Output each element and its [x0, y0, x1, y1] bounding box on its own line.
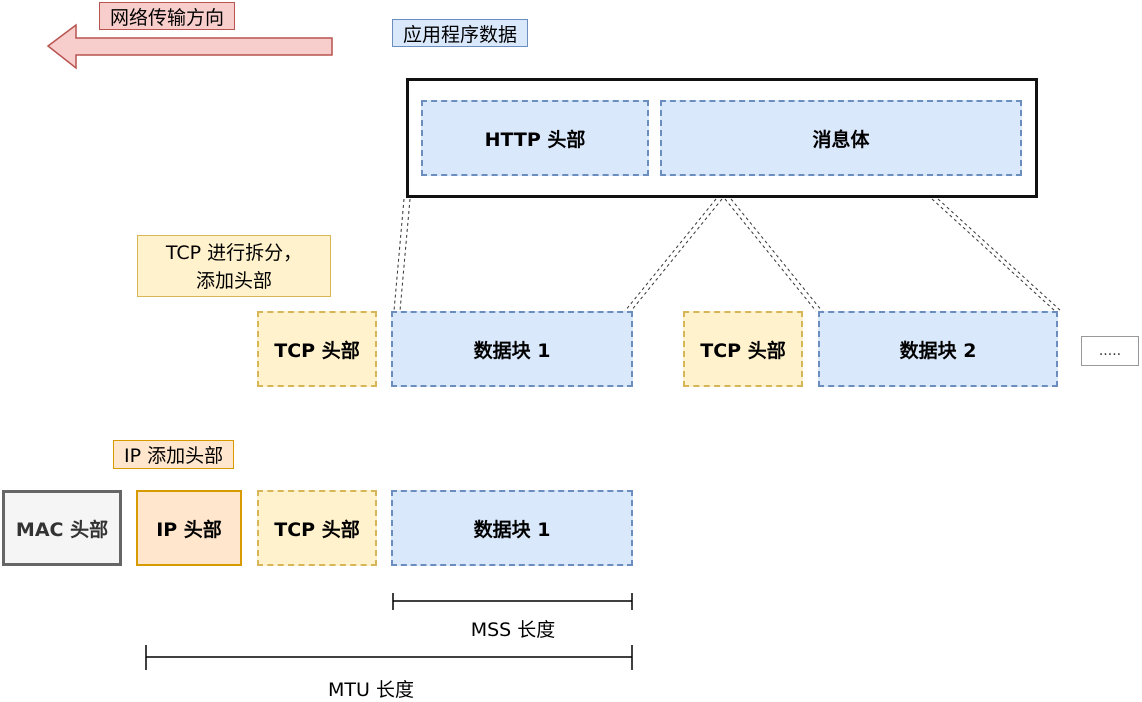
ip-header-block: IP 头部: [136, 490, 242, 566]
split-lines-left: [393, 198, 411, 312]
mtu-dimension-line: [145, 645, 633, 670]
mtu-length-label: MTU 长度: [328, 678, 414, 701]
ip-packet-tcp-header-block: TCP 头部: [257, 490, 377, 566]
tcp-split-label-line1: TCP 进行拆分，: [165, 242, 303, 264]
http-header-block: HTTP 头部: [421, 100, 649, 176]
mss-length-label: MSS 长度: [470, 618, 556, 641]
tcp-split-label-line2: 添加头部: [195, 270, 272, 292]
split-lines-middle: [624, 198, 823, 312]
ip-packet-data-chunk-block: 数据块 1: [391, 490, 633, 566]
data-chunk-1-block: 数据块 1: [391, 311, 633, 387]
tcp-header-block-1: TCP 头部: [257, 311, 377, 387]
more-segments-ellipsis: .....: [1081, 336, 1139, 366]
message-body-block: 消息体: [660, 100, 1022, 176]
split-lines-right: [931, 198, 1062, 312]
ip-add-header-label: IP 添加头部: [113, 440, 235, 469]
direction-label: 网络传输方向: [99, 2, 236, 30]
left-arrow-icon: [46, 23, 333, 70]
tcp-header-block-2: TCP 头部: [683, 311, 803, 387]
tcp-split-label: TCP 进行拆分， 添加头部: [137, 235, 331, 297]
mss-dimension-line: [392, 593, 633, 610]
data-chunk-2-block: 数据块 2: [818, 311, 1058, 387]
mac-header-block: MAC 头部: [2, 490, 122, 566]
app-data-label: 应用程序数据: [392, 19, 529, 47]
